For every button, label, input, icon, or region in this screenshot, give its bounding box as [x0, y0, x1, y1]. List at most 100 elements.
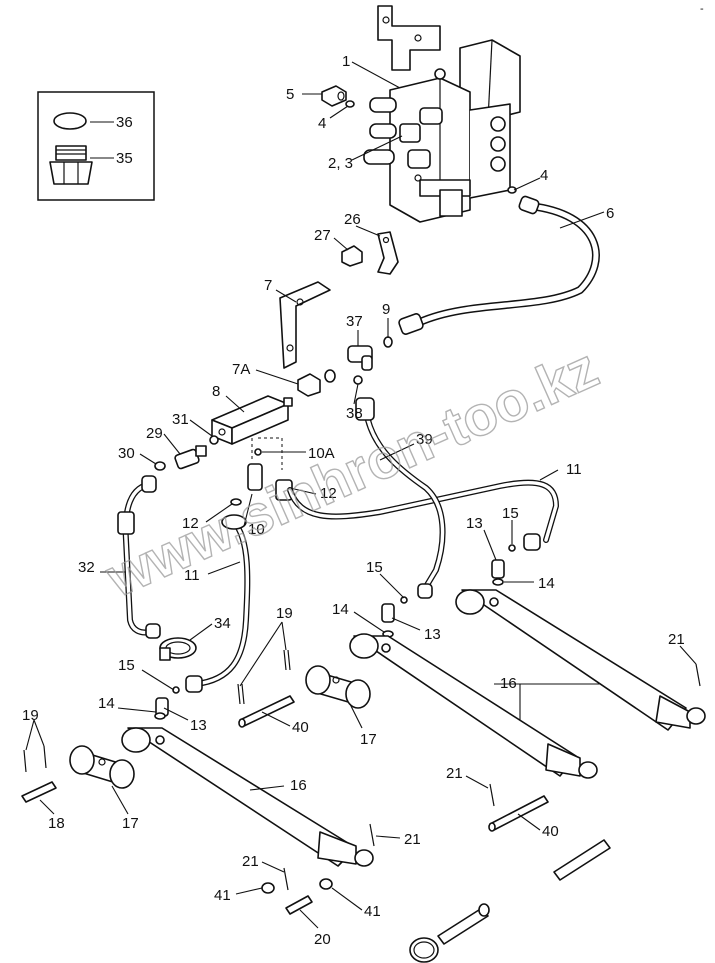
cylinder-16-mid: [349, 633, 598, 779]
washer-15-right: [508, 544, 516, 552]
manifold-8: [211, 395, 293, 445]
callout-9: 9: [382, 301, 390, 318]
hose-39: [355, 397, 446, 599]
washer-12: [230, 498, 242, 506]
callout-27: 27: [314, 227, 331, 244]
washer-15-mid: [400, 596, 408, 604]
callout-40: 40: [292, 719, 309, 736]
washer-4-upper: [345, 100, 355, 108]
cap-27: [341, 245, 363, 267]
bushing-41-left: [261, 882, 275, 894]
callout-39: 39: [416, 431, 433, 448]
callout-13: 13: [424, 626, 441, 643]
callout-34: 34: [214, 615, 231, 632]
callout-14: 14: [332, 601, 349, 618]
callout-38: 38: [346, 405, 363, 422]
cotter-pin-19b: [283, 649, 291, 671]
callout-17: 17: [360, 731, 377, 748]
callout-labels: 1 5 4 2, 3 4 6 36 35 26 27 7 9 37 7A 8 3…: [22, 53, 685, 948]
pin-18: [21, 781, 57, 803]
callout-4: 4: [318, 115, 326, 132]
nut-7a: [297, 373, 321, 397]
washer-10a: [254, 448, 262, 456]
callout-1: 1: [342, 53, 350, 70]
callout-15: 15: [118, 657, 135, 674]
callout-21: 21: [446, 765, 463, 782]
corner-mark: -: [700, 3, 704, 15]
cotter-pin-19c: [23, 745, 47, 773]
callout-14: 14: [98, 695, 115, 712]
watermark: www.sinhron-too.kz: [96, 336, 607, 609]
callout-37: 37: [346, 313, 363, 330]
o-ring-36: [53, 112, 87, 130]
callout-30: 30: [118, 445, 135, 462]
bracket-7: [279, 281, 331, 369]
callout-41: 41: [214, 887, 231, 904]
callout-10a: 10A: [308, 445, 335, 462]
fitting-10: [247, 463, 263, 491]
callout-19: 19: [276, 605, 293, 622]
callout-13: 13: [190, 717, 207, 734]
clamp-26: [377, 231, 399, 275]
cotter-pin-21a: [695, 663, 701, 687]
callout-41: 41: [364, 903, 381, 920]
callout-15: 15: [502, 505, 519, 522]
washer-7a: [324, 369, 336, 383]
washer-31: [209, 435, 219, 445]
pin-40-mid: [238, 695, 295, 728]
rod-right: [553, 839, 611, 881]
plug-35: [49, 145, 93, 185]
inset-box: [37, 91, 155, 201]
callout-40: 40: [542, 823, 559, 840]
washer-38: [353, 375, 363, 385]
callout-21: 21: [242, 853, 259, 870]
washer-30: [154, 461, 166, 471]
cylinder-16-right: [455, 589, 706, 731]
callout-7: 7: [264, 277, 272, 294]
callout-14: 14: [538, 575, 555, 592]
callout-16: 16: [500, 675, 517, 692]
leader-lines: [25, 61, 697, 929]
washer-14-left: [154, 712, 166, 720]
pin-40-right: [488, 795, 549, 832]
fitting-13-mid: [381, 603, 395, 623]
clamp-34: [159, 637, 197, 661]
cotter-pin-21b: [489, 783, 495, 807]
callout-21: 21: [404, 831, 421, 848]
callout-11: 11: [566, 461, 582, 478]
sleeve-17-mid: [305, 665, 371, 709]
nut-5: [321, 85, 347, 107]
callout-17: 17: [122, 815, 139, 832]
callout-20: 20: [314, 931, 331, 948]
washer-9: [383, 336, 393, 348]
callout-10: 10: [248, 521, 265, 538]
callout-18: 18: [48, 815, 65, 832]
fitting-29: [174, 445, 207, 470]
rod-bottom: [437, 903, 490, 945]
callout-13: 13: [466, 515, 483, 532]
callout-4: 4: [540, 167, 548, 184]
tube-11-lower: [185, 514, 251, 693]
washer-14-right: [492, 578, 504, 586]
tee-fitting-37: [347, 345, 373, 371]
callout-15: 15: [366, 559, 383, 576]
callout-31: 31: [172, 411, 189, 428]
cotter-pin-21c: [369, 823, 375, 847]
callout-8: 8: [212, 383, 220, 400]
hose-6: [398, 195, 600, 335]
cotter-pin-21d: [283, 867, 289, 891]
callout-16: 16: [290, 777, 307, 794]
tube-11-long: [287, 479, 559, 551]
washer-4-right: [507, 186, 517, 194]
tube-32: [117, 475, 161, 639]
callout-6: 6: [606, 205, 614, 222]
callout-21: 21: [668, 631, 685, 648]
pin-20: [285, 895, 313, 915]
callout-19: 19: [22, 707, 39, 724]
callout-12: 12: [182, 515, 199, 532]
cylinder-16-left: [121, 727, 374, 867]
callout-2-3: 2, 3: [328, 155, 353, 172]
callout-29: 29: [146, 425, 163, 442]
callout-35: 35: [116, 150, 133, 167]
